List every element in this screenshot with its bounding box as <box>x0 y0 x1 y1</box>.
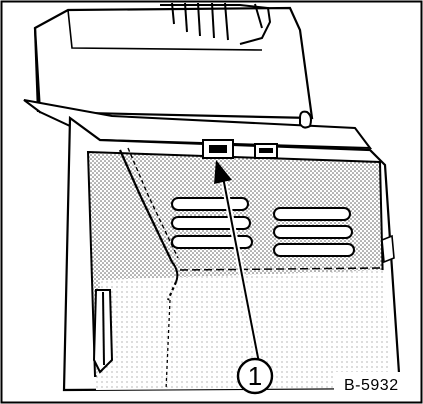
side-tab <box>381 234 395 264</box>
ledge <box>23 99 373 150</box>
top-basket <box>160 2 272 45</box>
callout-number: 1 <box>248 361 262 391</box>
panel-seam <box>179 267 381 271</box>
upper-housing <box>33 6 314 120</box>
hose <box>92 289 114 374</box>
connector-socket-secondary <box>254 143 278 159</box>
cable <box>118 147 179 391</box>
figure-code: B-5932 <box>344 377 399 394</box>
figure-code-bg <box>334 372 420 396</box>
callout-arrow <box>214 160 263 369</box>
knob <box>299 110 312 129</box>
callout-marker: 1 <box>236 357 274 395</box>
connector-socket-main <box>202 139 234 159</box>
